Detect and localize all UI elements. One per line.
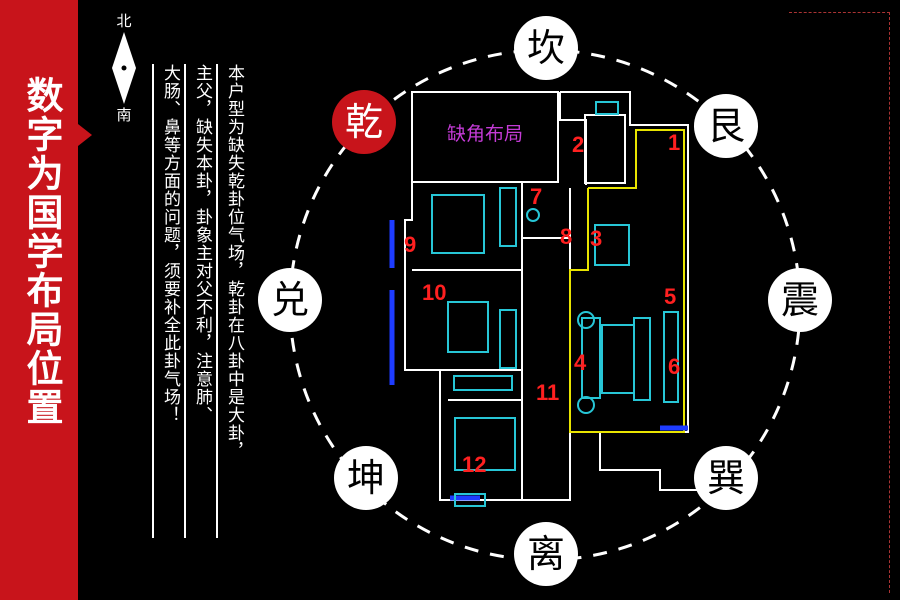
compass-needle-icon [112, 32, 136, 104]
description-column-3: 大肠、鼻等方面的问题，须要补全此卦气场！ [152, 64, 180, 538]
compass-north-label: 北 [116, 12, 132, 30]
room-number-2: 2 [572, 132, 584, 157]
floor-plan-walls [404, 91, 701, 501]
description-line-1: 本户型为缺失乾卦位气场，乾卦在八卦中是大卦， [224, 64, 244, 460]
room-number-11: 11 [536, 380, 559, 405]
trigram-kun-badge: 坤 [334, 446, 398, 510]
sidebar-banner [0, 0, 78, 600]
room-number-6: 6 [668, 354, 680, 379]
room-number-1: 1 [668, 130, 680, 155]
trigram-qian-badge: 乾 [332, 90, 396, 154]
compass: 北 南 [104, 10, 144, 125]
description-line-2: 主父，缺失本卦，卦象主对父不利，注意肺、 [192, 64, 212, 424]
room-number-4: 4 [574, 350, 587, 375]
trigram-gen-badge: 艮 [694, 94, 758, 158]
window-marks [389, 220, 688, 501]
decorative-border [789, 12, 890, 593]
compass-south-label: 南 [116, 106, 132, 124]
room-number-5: 5 [664, 284, 676, 309]
trigram-xun-badge: 巽 [694, 446, 758, 510]
room-number-9: 9 [404, 232, 416, 257]
trigram-kan-badge: 坎 [514, 16, 578, 80]
trigram-dui-badge: 兑 [258, 268, 322, 332]
furniture [431, 101, 679, 507]
trigram-zhen-badge: 震 [768, 268, 832, 332]
room-number-3: 3 [590, 226, 602, 251]
living-area-outline [569, 129, 685, 433]
sidebar-arrow [78, 124, 92, 146]
room-number-10: 10 [422, 280, 446, 305]
description-line-3: 大肠、鼻等方面的问题，须要补全此卦气场！ [160, 64, 180, 424]
missing-corner-label: 缺角布局 [447, 123, 523, 145]
side-title: 数字为国学布局位置 [20, 76, 63, 427]
room-number-7: 7 [530, 184, 542, 209]
room-number-12: 12 [462, 452, 486, 477]
description-column-2: 主父，缺失本卦，卦象主对父不利，注意肺、 [184, 64, 212, 538]
description-column-1: 本户型为缺失乾卦位气场，乾卦在八卦中是大卦， [216, 64, 244, 538]
trigram-li-badge: 离 [514, 522, 578, 586]
room-number-8: 8 [560, 224, 572, 249]
